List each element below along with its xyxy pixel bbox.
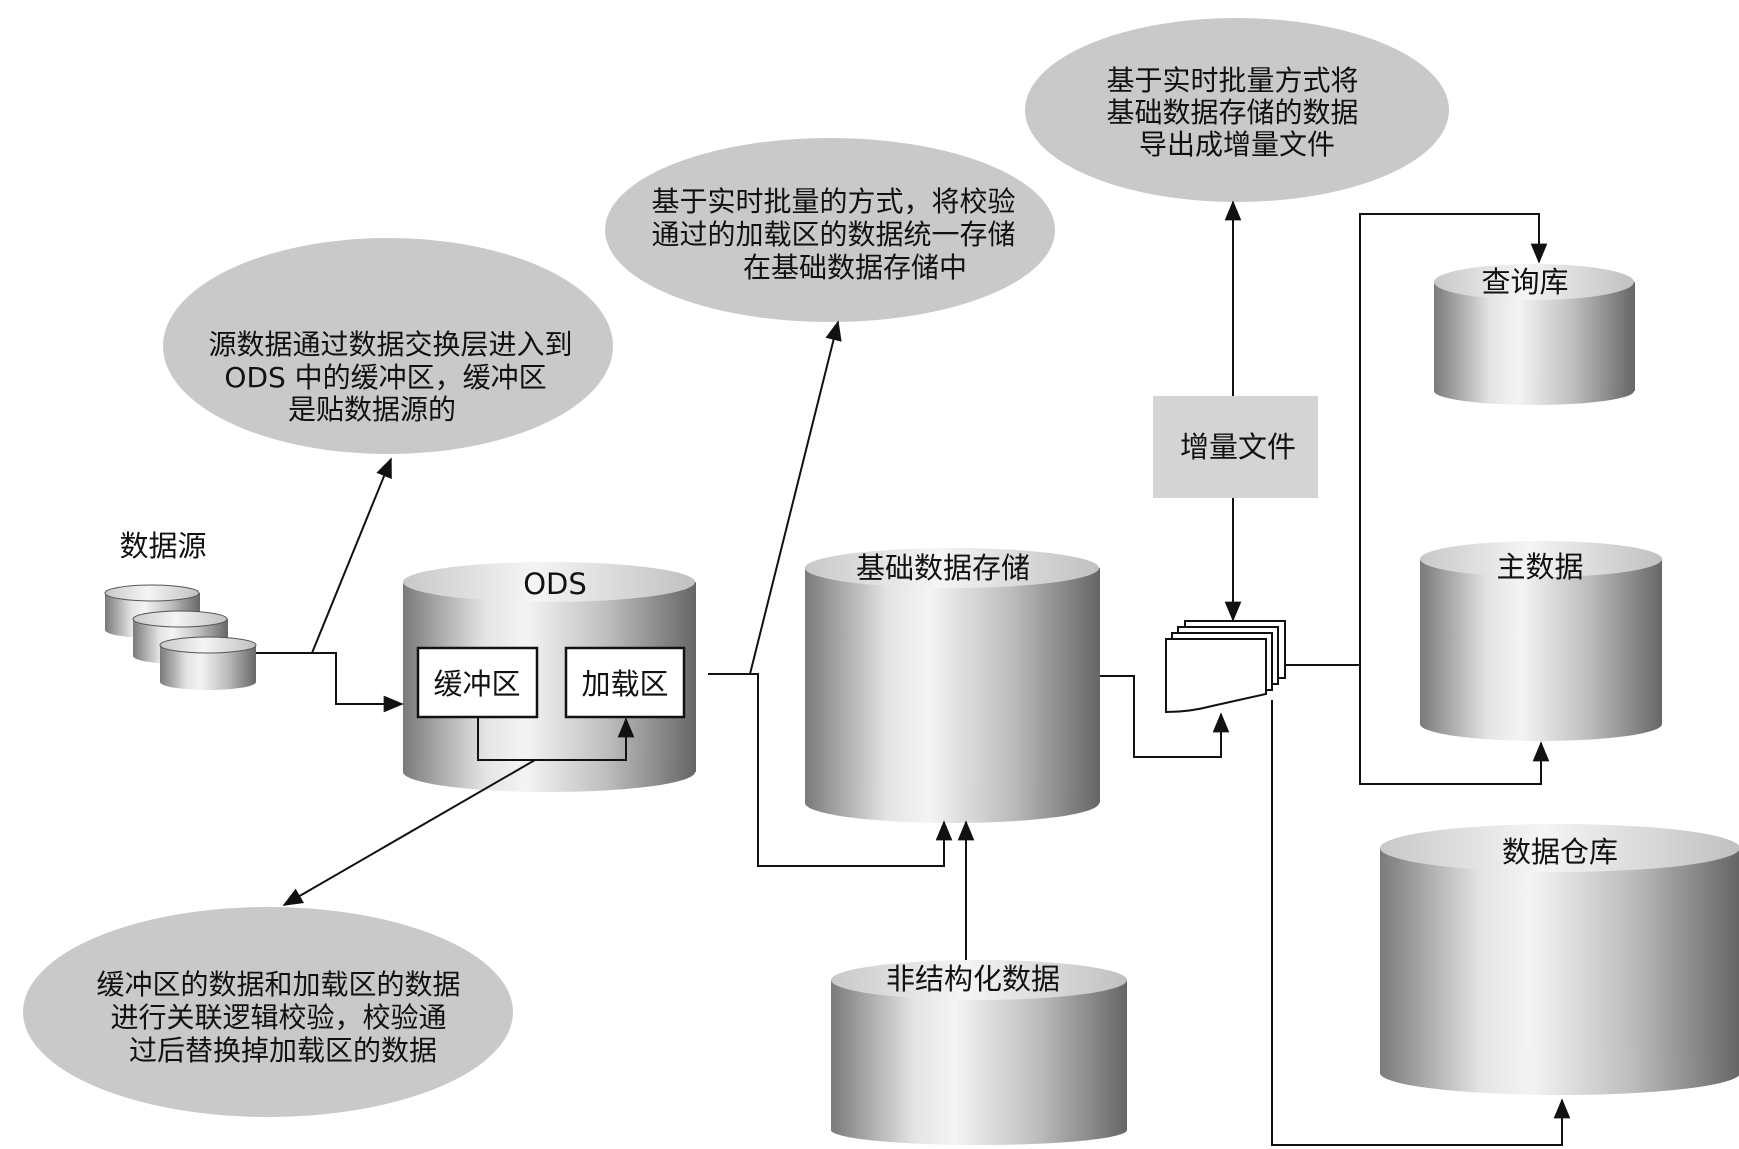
master-data-label: 主数据 xyxy=(1496,550,1583,584)
data-source-label: 数据源 xyxy=(119,529,206,563)
file-stack-icon xyxy=(1165,620,1286,714)
note-load-to-base: 基于实时批量的方式，将校验 通过的加载区的数据统一存储 在基础数据存储中 xyxy=(605,138,1055,322)
arrow-ods-to-base xyxy=(708,673,953,867)
ods-cylinder: ODS 缓冲区 加载区 xyxy=(403,562,696,792)
note-line: 源数据通过数据交换层进入到 ODS 中的缓冲区，缓冲区 是贴数据源的 xyxy=(209,328,582,426)
incremental-file-box: 增量文件 xyxy=(1153,396,1318,498)
load-box: 加载区 xyxy=(564,646,686,719)
arrow-files-to-query-db xyxy=(1286,213,1548,666)
arrow-files-to-master xyxy=(1359,665,1550,785)
ods-label: ODS xyxy=(523,567,587,601)
arrow-source-to-ods xyxy=(256,652,404,713)
unstructured-label: 非结构化数据 xyxy=(886,962,1060,996)
connectors xyxy=(256,200,1571,1146)
unstructured-cylinder: 非结构化数据 xyxy=(831,960,1127,1145)
arrow-ods-to-note xyxy=(749,320,842,675)
note-buffer-validation: 缓冲区的数据和加载区的数据 进行关联逻辑校验，校验通 过后替换掉加载区的数据 xyxy=(23,907,513,1117)
note-line: 基于实时批量的方式，将校验 通过的加载区的数据统一存储 在基础数据存储中 xyxy=(652,185,1025,284)
note-line: 缓冲区的数据和加载区的数据 进行关联逻辑校验，校验通 过后替换掉加载区的数据 xyxy=(97,968,470,1067)
data-warehouse-cylinder: 数据仓库 xyxy=(1380,824,1739,1095)
incremental-file-label: 增量文件 xyxy=(1180,430,1296,464)
query-db-cylinder: 查询库 xyxy=(1434,264,1635,405)
arrow-buffer-to-load xyxy=(477,717,635,761)
master-data-cylinder: 主数据 xyxy=(1420,541,1662,741)
arrow-source-to-note xyxy=(311,457,392,654)
base-storage-label: 基础数据存储 xyxy=(856,551,1030,585)
query-db-label: 查询库 xyxy=(1481,265,1568,299)
data-source-stack: 数据源 xyxy=(104,529,257,690)
note-base-to-incremental: 基于实时批量方式将 基础数据存储的数据 导出成增量文件 xyxy=(1025,18,1449,202)
mini-cylinder xyxy=(159,636,257,690)
load-label: 加载区 xyxy=(581,667,668,701)
note-line: 基于实时批量方式将 基础数据存储的数据 导出成增量文件 xyxy=(1107,64,1368,161)
data-warehouse-label: 数据仓库 xyxy=(1502,835,1618,869)
arrow-to-validation-note xyxy=(282,759,536,906)
buffer-label: 缓冲区 xyxy=(433,667,520,701)
buffer-box: 缓冲区 xyxy=(416,646,539,719)
base-storage-cylinder: 基础数据存储 xyxy=(805,548,1100,823)
arrow-files-to-warehouse xyxy=(1271,700,1571,1146)
arrow-base-to-files xyxy=(1100,675,1230,758)
note-source-to-ods: 源数据通过数据交换层进入到 ODS 中的缓冲区，缓冲区 是贴数据源的 xyxy=(163,238,613,454)
